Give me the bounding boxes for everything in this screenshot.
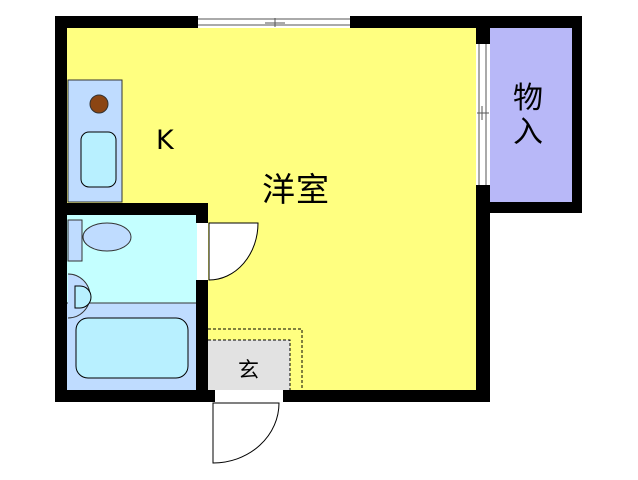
front-door [212, 390, 283, 464]
closet-label-line1: 物 [513, 81, 543, 116]
entrance-floor [208, 340, 290, 390]
top-window [198, 16, 350, 28]
closet-sliding-door [476, 44, 490, 185]
toilet-icon [67, 219, 132, 262]
sink-icon [80, 131, 117, 188]
entrance-label: 玄 [238, 358, 259, 382]
closet-floor [490, 28, 572, 202]
washbasin-icon [67, 273, 92, 319]
bathtub-icon [75, 317, 189, 379]
western-room-label: 洋室 [262, 170, 330, 209]
bathroom-door [197, 222, 259, 281]
kitchen-counter [67, 79, 123, 203]
stove-burner-icon [89, 94, 109, 114]
closet-label-line2: 入 [513, 115, 543, 150]
walls [55, 16, 582, 402]
kitchen-label: K [156, 125, 174, 156]
